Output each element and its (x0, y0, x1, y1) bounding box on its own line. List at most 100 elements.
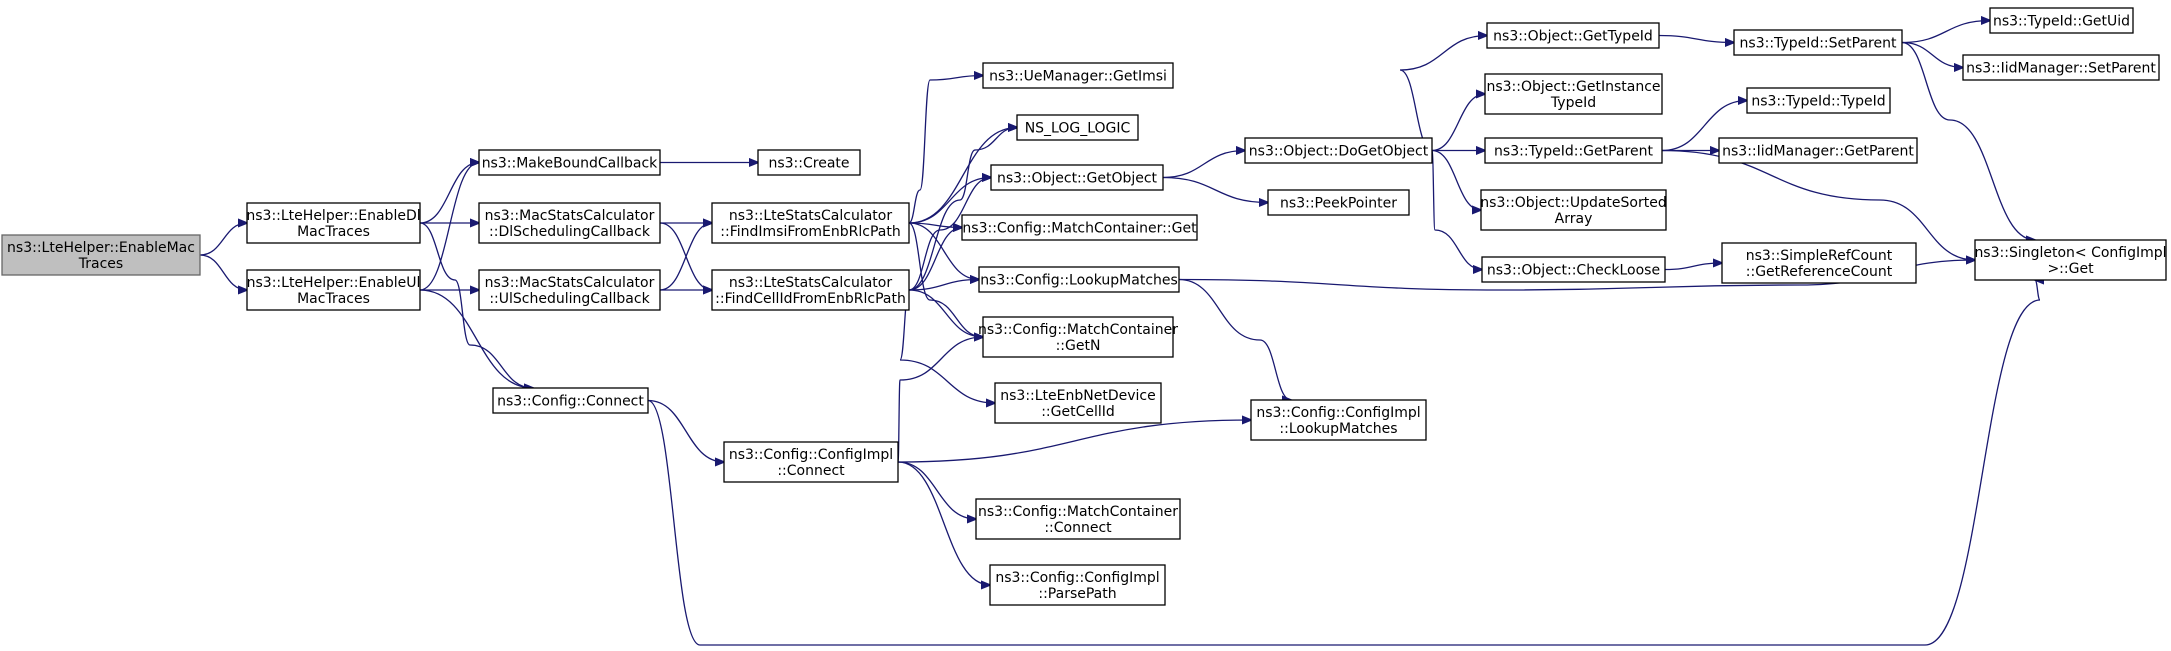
edge-lookup-to-impllookup (1178, 278, 1291, 401)
node-box (478, 202, 661, 244)
node-getuid[interactable]: ns3::TypeId::GetUid (1989, 7, 2134, 34)
node-box (1989, 7, 2134, 34)
node-label: ns3::TypeId::SetParent (1740, 36, 1897, 52)
edge-path (1431, 149, 1482, 270)
node-label: ::ParsePath (1038, 586, 1116, 602)
node-box (1480, 189, 1667, 231)
edge-path (897, 337, 983, 463)
node-label: ns3::Object::GetInstance (1486, 79, 1660, 95)
node-iidgetparent[interactable]: ns3::IidManager::GetParent (1718, 137, 1918, 164)
node-mcgetn[interactable]: ns3::Config::MatchContainer::GetN (978, 316, 1178, 358)
edge-path (419, 163, 479, 291)
edge-layer (199, 21, 2040, 646)
node-ulsched[interactable]: ns3::MacStatsCalculator::UlSchedulingCal… (478, 269, 661, 311)
edge-findcell-to-getobject (908, 178, 991, 291)
edge-path (1658, 34, 1734, 43)
node-impllookup[interactable]: ns3::Config::ConfigImpl::LookupMatches (1250, 399, 1427, 441)
edge-path (1661, 101, 1747, 152)
node-implconnect[interactable]: ns3::Config::ConfigImpl::Connect (723, 441, 899, 483)
node-label: ns3::SimpleRefCount (1746, 248, 1893, 264)
node-label: ns3::Object::UpdateSorted (1480, 195, 1666, 211)
edge-path (1399, 36, 1487, 152)
edge-getobject-to-dogetobject (1162, 151, 1245, 179)
edge-connect-to-singleton (647, 280, 2040, 646)
node-box (1267, 189, 1410, 216)
node-box (975, 498, 1181, 540)
edge-root-to-ul (199, 254, 247, 290)
edge-implconnect-to-mcgetn (897, 337, 983, 463)
node-create[interactable]: ns3::Create (757, 149, 861, 176)
node-tidgetparent[interactable]: ns3::TypeId::GetParent (1484, 137, 1663, 164)
node-dlsched[interactable]: ns3::MacStatsCalculator::DlSchedulingCal… (478, 202, 661, 244)
node-connect[interactable]: ns3::Config::Connect (492, 387, 649, 414)
node-singleton[interactable]: ns3::Singleton< ConfigImpl >::Get (1974, 239, 2167, 281)
node-lookup[interactable]: ns3::Config::LookupMatches (978, 266, 1180, 293)
node-box (1746, 87, 1891, 114)
node-label: ::GetCellId (1041, 404, 1115, 420)
node-box (1962, 54, 2160, 81)
node-box (961, 214, 1198, 241)
edge-implconnect-to-mcconnect (897, 461, 976, 519)
node-label: ns3::LteHelper::EnableMac (7, 240, 195, 256)
edge-findimsi-to-getimsi (908, 76, 983, 224)
node-box (1250, 399, 1427, 441)
node-label: ns3::Object::CheckLoose (1487, 263, 1660, 279)
node-mcget[interactable]: ns3::Config::MatchContainer::Get (961, 214, 1198, 241)
edge-findimsi-to-mcgetn (908, 222, 983, 337)
node-label: ns3::LteStatsCalculator (729, 275, 892, 291)
node-typeidctor[interactable]: ns3::TypeId::TypeId (1746, 87, 1891, 114)
node-box (1974, 239, 2167, 281)
node-label: ns3::LteStatsCalculator (729, 208, 892, 224)
node-nslog[interactable]: NS_LOG_LOGIC (1016, 114, 1139, 141)
node-box (1486, 22, 1660, 49)
node-layer: ns3::LteHelper::EnableMacTracesns3::LteH… (1, 7, 2167, 606)
edge-path (1901, 21, 1990, 44)
node-findimsi[interactable]: ns3::LteStatsCalculator::FindImsiFromEnb… (711, 202, 910, 244)
node-label: ns3::MakeBoundCallback (482, 156, 658, 172)
node-box (1721, 242, 1917, 284)
node-dogetobject[interactable]: ns3::Object::DoGetObject (1244, 137, 1433, 164)
node-label: Traces (78, 256, 123, 272)
node-getcellid[interactable]: ns3::LteEnbNetDevice::GetCellId (994, 382, 1162, 424)
node-label: ns3::TypeId::GetUid (1993, 14, 2130, 30)
edge-path (1162, 176, 1268, 203)
node-box (711, 202, 910, 244)
node-box (994, 382, 1162, 424)
edge-findcell-to-mcgetn (908, 289, 983, 337)
node-box (1244, 137, 1433, 164)
node-parsepath[interactable]: ns3::Config::ConfigImpl::ParsePath (989, 564, 1166, 606)
node-iidsetparent[interactable]: ns3::IidManager::SetParent (1962, 54, 2160, 81)
node-label: ::Connect (777, 463, 845, 479)
node-refcount[interactable]: ns3::SimpleRefCount::GetReferenceCount (1721, 242, 1917, 284)
edge-path (419, 289, 533, 388)
node-mcconnect[interactable]: ns3::Config::MatchContainer::Connect (975, 498, 1181, 540)
node-label: ns3::TypeId::TypeId (1751, 94, 1885, 110)
node-label: TypeId (1550, 95, 1596, 111)
node-box (982, 62, 1174, 89)
node-mbc[interactable]: ns3::MakeBoundCallback (478, 149, 661, 176)
node-label: ns3::MacStatsCalculator (485, 208, 655, 224)
node-setparent[interactable]: ns3::TypeId::SetParent (1733, 29, 1903, 56)
node-checkloose[interactable]: ns3::Object::CheckLoose (1481, 256, 1666, 283)
node-label: ns3::IidManager::GetParent (1722, 144, 1914, 160)
node-label: ::UlSchedulingCallback (489, 291, 650, 307)
node-label: ns3::Singleton< ConfigImpl (1974, 245, 2166, 261)
edge-dogetobject-to-checkloose (1431, 149, 1482, 270)
node-findcell[interactable]: ns3::LteStatsCalculator::FindCellIdFromE… (711, 269, 910, 311)
node-label: Array (1555, 211, 1593, 227)
node-box (1, 234, 201, 276)
node-label: ::GetReferenceCount (1746, 264, 1893, 280)
node-gettypeid[interactable]: ns3::Object::GetTypeId (1486, 22, 1660, 49)
node-peek[interactable]: ns3::PeekPointer (1267, 189, 1410, 216)
edge-path (1901, 41, 2035, 241)
node-getobject[interactable]: ns3::Object::GetObject (990, 164, 1164, 191)
edge-setparent-to-getuid (1901, 21, 1990, 44)
node-getimsi[interactable]: ns3::UeManager::GetImsi (982, 62, 1174, 89)
edge-setparent-to-singleton (1901, 41, 2035, 241)
node-label: ns3::Config::ConfigImpl (995, 570, 1159, 586)
